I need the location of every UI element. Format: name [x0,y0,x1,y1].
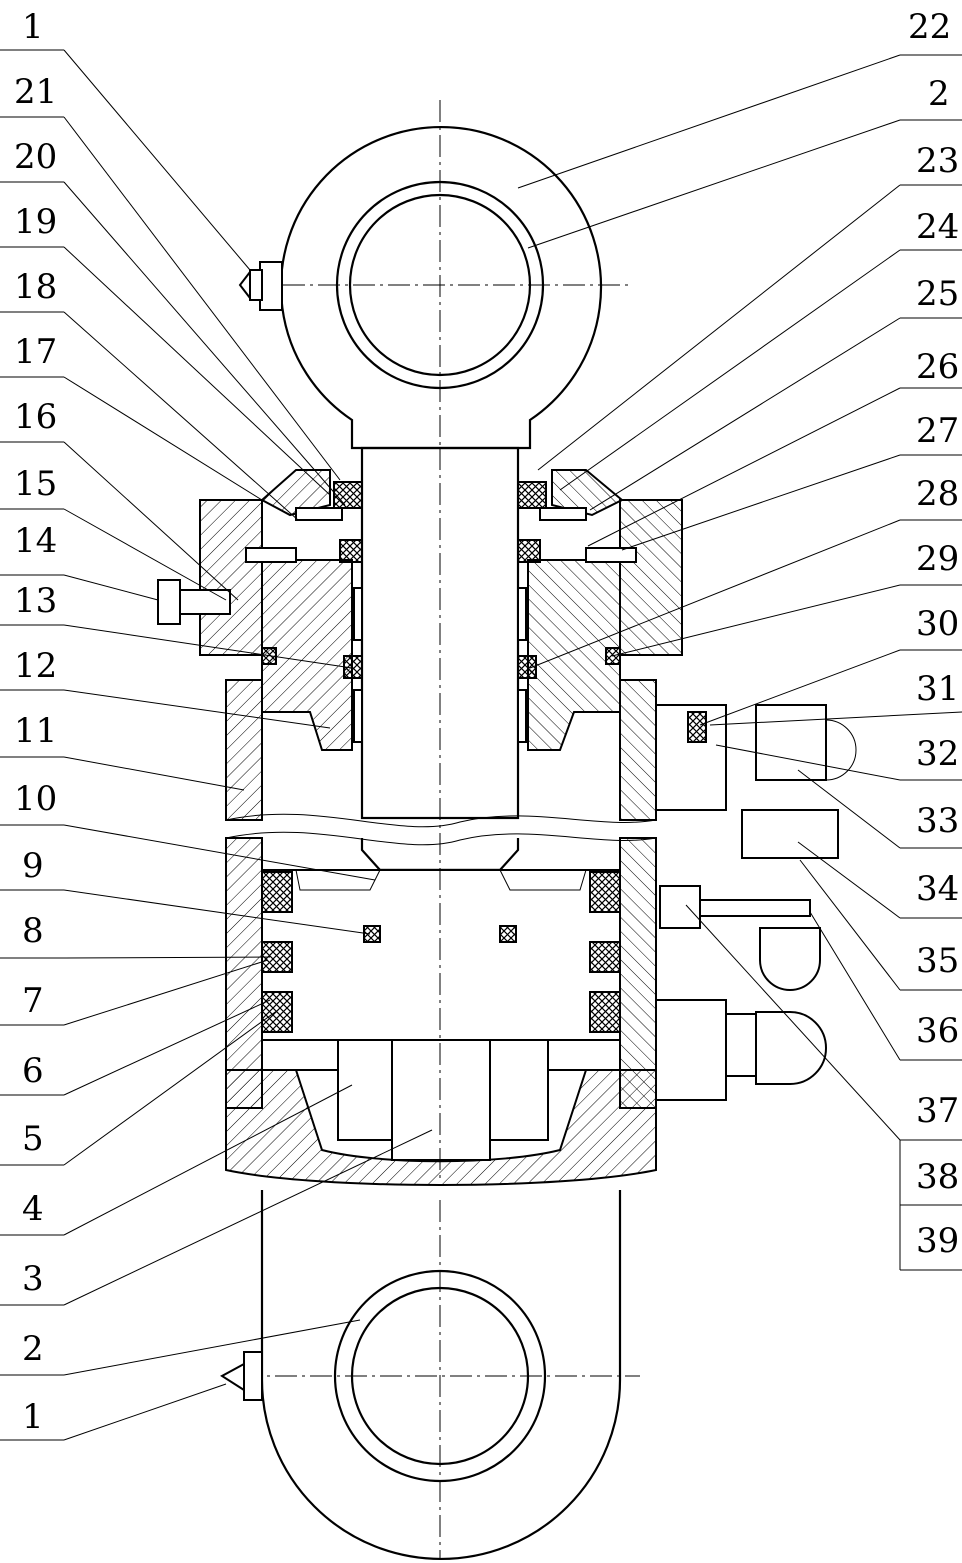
label: 12 [14,646,57,686]
leader-lines [0,49,962,1441]
label: 15 [14,464,57,504]
label: 26 [916,347,959,387]
label: 18 [14,267,57,307]
label: 34 [916,869,959,909]
label: 1 [22,7,44,47]
head-bolt [157,579,231,625]
label: 31 [916,669,959,709]
label: 2 [928,74,950,114]
left-labels: 1 21 20 19 18 17 16 15 14 13 12 11 10 9 … [14,7,57,1437]
top-grease-fitting [238,261,283,311]
bottom-grease-fitting [220,1351,263,1401]
label: 22 [908,7,951,47]
label: 36 [916,1011,959,1051]
label: 37 [916,1091,959,1131]
label: 2 [22,1329,44,1369]
label: 25 [916,274,959,314]
top-rod-eye [248,100,628,470]
label: 14 [14,521,57,561]
barrel-upper [225,679,657,846]
label: 5 [22,1119,44,1159]
label: 24 [916,207,959,247]
upper-port [655,704,857,859]
label: 20 [14,137,57,177]
label: 39 [916,1221,959,1261]
label: 6 [22,1051,44,1091]
label: 28 [916,474,959,514]
label: 30 [916,604,959,644]
right-labels: 22 2 23 24 25 26 27 28 29 30 31 32 33 34… [908,7,959,1261]
label: 9 [22,846,44,886]
label: 38 [916,1157,959,1197]
label: 11 [14,711,57,751]
lower-port [655,885,827,1101]
label: 33 [916,801,959,841]
label: 19 [14,202,57,242]
label: 13 [14,581,57,621]
end-cap [225,1039,657,1186]
label: 32 [916,734,959,774]
label: 23 [916,141,959,181]
bottom-eye [240,448,640,1561]
cylinder-head [199,469,683,751]
label: 3 [22,1259,44,1299]
label: 4 [22,1189,44,1229]
label: 21 [14,72,57,112]
label: 10 [14,779,57,819]
label: 35 [916,941,959,981]
label: 8 [22,911,44,951]
label: 16 [14,397,57,437]
label: 27 [916,411,959,451]
label: 17 [14,332,57,372]
label: 1 [22,1397,44,1437]
label: 29 [916,539,959,579]
label: 7 [22,981,44,1021]
